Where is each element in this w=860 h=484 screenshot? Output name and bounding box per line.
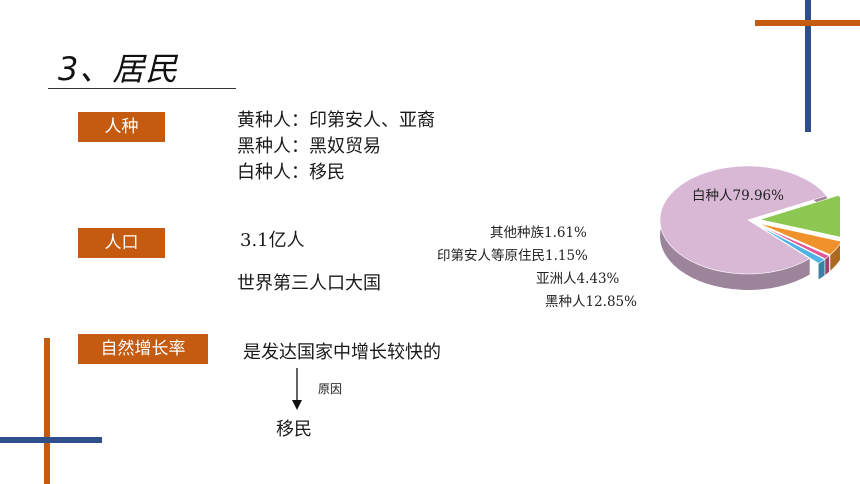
pie-label-asian: 亚洲人4.43% [536,271,620,287]
pie-label-native: 印第安人等原住民1.15% [437,248,588,264]
pie-slice-white [659,165,828,275]
pie-slice-other [756,224,826,264]
pie-label-white: 白种人79.96% [692,188,784,204]
slide-title: 3、居民 [58,50,179,88]
population-value: 3.1亿人 [240,230,305,251]
growth-tag: 自然增长率 [78,334,208,364]
growth-text: 是发达国家中增长较快的 [243,342,441,363]
population-tag: 人口 [78,228,165,258]
population-note: 世界第三人口大国 [237,273,381,294]
decor-bar-top-vertical [805,0,811,132]
decor-bar-top-horizontal [755,20,860,26]
pie-slice-black [758,194,840,238]
title-underline [48,88,236,89]
race-line-yellow: 黄种人：印第安人、亚裔 [237,110,435,131]
pie-label-other: 其他种族1.61% [490,225,587,241]
pie-slice-side-asian [830,243,840,271]
race-tag: 人种 [78,112,165,142]
race-pie-chart [659,165,840,290]
pie-slice-side-native [825,255,830,275]
decor-bar-bottom-horizontal [0,437,102,443]
pie-slice-asian [758,223,840,256]
race-line-black: 黑种人：黑奴贸易 [237,136,381,157]
arrow-reason-label: 原因 [318,382,343,396]
pie-slice-side-other [818,259,825,280]
pie-slice-native [757,224,830,260]
race-line-white: 白种人：移民 [237,162,345,183]
decor-bar-bottom-vertical [44,338,50,484]
down-arrow-icon [292,368,302,410]
pie-label-black: 黑种人12.85% [545,294,637,310]
growth-result: 移民 [276,419,312,440]
